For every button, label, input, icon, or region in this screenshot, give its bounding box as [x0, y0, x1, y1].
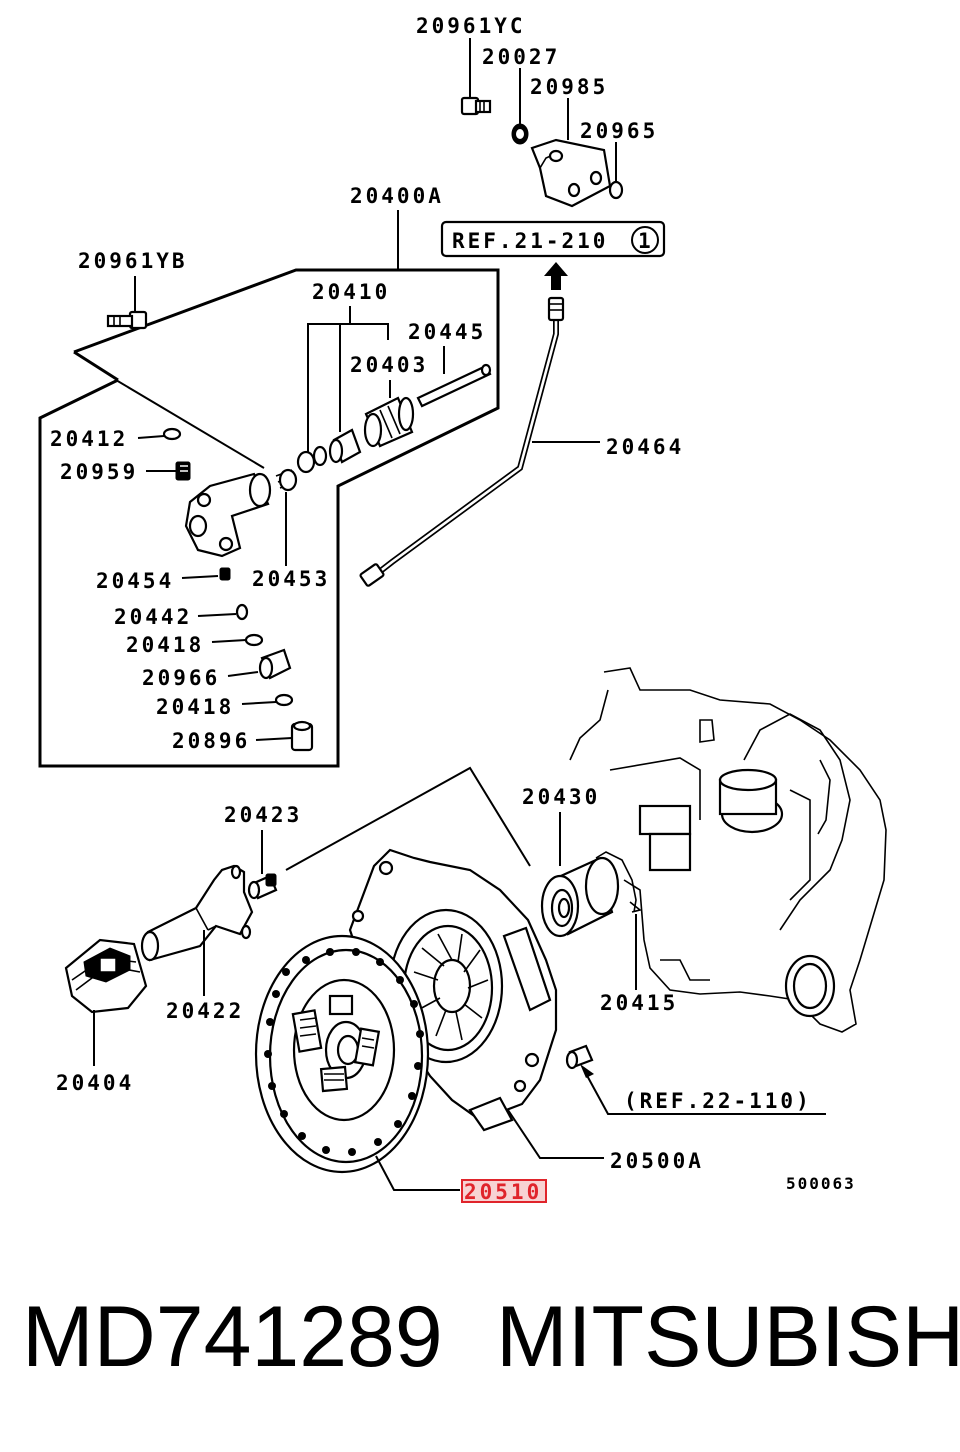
bleeder-20959: [175, 461, 191, 481]
highlight-20510[interactable]: 20510: [461, 1179, 547, 1204]
label-20445: 20445: [408, 320, 486, 344]
release-fork-20422: [140, 864, 254, 962]
cap-20412: [162, 427, 182, 441]
label-20400a: 20400A: [350, 184, 444, 208]
label-20442: 20442: [114, 605, 192, 629]
label-20985: 20985: [530, 75, 608, 99]
clutch-cover-20500a: [348, 848, 558, 1132]
arrow-up-icon: [544, 262, 568, 290]
label-20966: 20966: [142, 666, 220, 690]
plug-20454: [219, 567, 231, 581]
pivot-20423: [247, 873, 278, 900]
bolt-20961yc: [460, 38, 492, 116]
label-20961yc: 20961YC: [416, 14, 526, 38]
label-20961yb: 20961YB: [78, 249, 188, 273]
piston-20410: [296, 428, 362, 474]
pointer-arrow-icon: [580, 1064, 594, 1078]
label-20410: 20410: [312, 280, 390, 304]
label-20454: 20454: [96, 569, 174, 593]
label-20423: 20423: [224, 803, 302, 827]
union-bolt-20896: [290, 720, 314, 752]
pushrod-20445: [416, 363, 492, 408]
label-20412: 20412: [50, 427, 128, 451]
release-cylinder-body: [184, 472, 272, 558]
label-20422: 20422: [166, 999, 244, 1023]
footer-part-number: MD741289: [22, 1289, 443, 1385]
transmission-housing: [569, 667, 887, 1033]
group-line-lower: [285, 766, 531, 871]
union-20966: [258, 648, 292, 680]
nut-20965: [608, 142, 624, 200]
tube-20464: [359, 296, 565, 587]
gasket-20418-b: [274, 693, 294, 707]
label-20896: 20896: [172, 729, 250, 753]
label-20500a: 20500A: [610, 1149, 704, 1173]
label-20510: 20510: [464, 1180, 542, 1204]
label-20418-b: 20418: [156, 695, 234, 719]
label-20959: 20959: [60, 460, 138, 484]
group-frame-20400a: [38, 268, 500, 768]
diagram-code: 500063: [786, 1174, 856, 1193]
label-20430: 20430: [522, 785, 600, 809]
cylinder-spring-20453: [275, 468, 298, 492]
dowel-pin: [565, 1044, 594, 1070]
release-bearing-20430: [540, 856, 620, 938]
washer-20027: [511, 68, 529, 145]
label-20965: 20965: [580, 119, 658, 143]
nut-20442: [235, 603, 249, 621]
bolt-20961yb: 20961YB: [78, 249, 188, 330]
ref-21-210-text: REF.21-210: [452, 229, 608, 253]
clip-20415: [595, 851, 642, 913]
label-20453: 20453: [252, 567, 330, 591]
footer-brand: MITSUBISHI: [496, 1289, 960, 1385]
ref-22-110-pointer: [583, 1069, 826, 1115]
ref-22-110-text[interactable]: (REF.22-110): [624, 1089, 812, 1113]
boot-20403: [363, 396, 415, 448]
label-20404: 20404: [56, 1071, 134, 1095]
label-20415: 20415: [600, 991, 678, 1015]
ref-21-210-box[interactable]: REF.21-210 1: [440, 220, 666, 258]
label-20027: 20027: [482, 45, 560, 69]
bracket-20985: [530, 98, 612, 208]
gasket-20418-a: [244, 633, 264, 647]
label-20403: 20403: [350, 353, 428, 377]
clutch-disc-20510: [254, 934, 430, 1174]
label-20464: 20464: [606, 435, 684, 459]
dust-boot-20404: [64, 938, 148, 1014]
ref-circle-number: 1: [638, 229, 651, 253]
label-20418-a: 20418: [126, 633, 204, 657]
